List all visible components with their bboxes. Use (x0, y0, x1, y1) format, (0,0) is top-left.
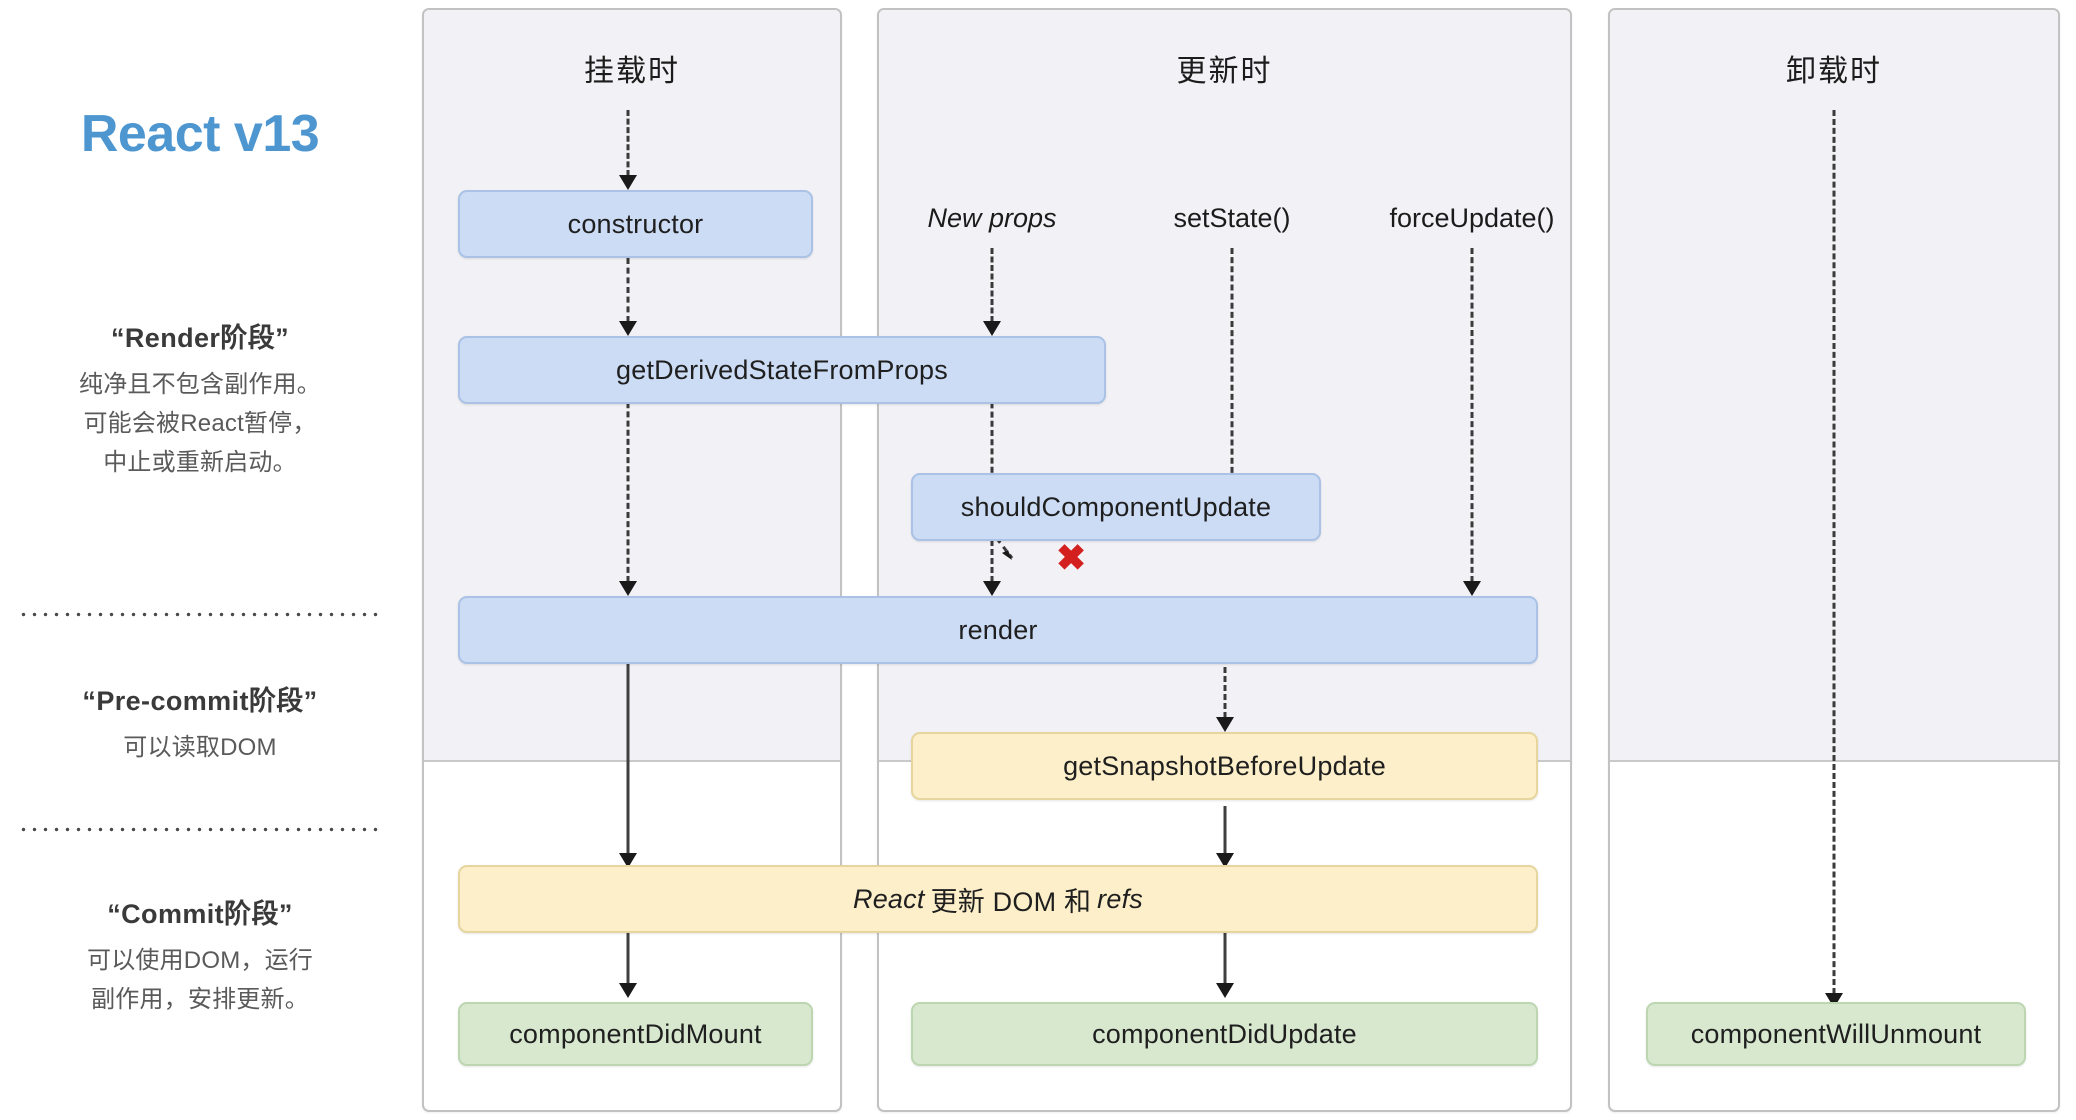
legend-block-commit: “Commit阶段” 可以使用DOM，运行 副作用，安排更新。 (0, 898, 400, 1020)
box-component-will-unmount[interactable]: componentWillUnmount (1646, 1002, 2026, 1066)
legend-divider-top (18, 612, 382, 617)
box-get-derived-state-from-props[interactable]: getDerivedStateFromProps (458, 336, 1106, 404)
box-render[interactable]: render (458, 596, 1538, 664)
legend-line: 中止或重新启动。 (103, 448, 297, 476)
legend-line: 纯净且不包含副作用。 (79, 370, 321, 398)
column-title-unmounting: 卸载时 (1786, 55, 1882, 88)
legend-line: 可能会被React暂停， (83, 409, 317, 437)
column-title-updating: 更新时 (1176, 55, 1273, 88)
legend-line: 可以读取DOM (123, 733, 277, 761)
box-component-did-mount[interactable]: componentDidMount (458, 1002, 813, 1066)
trigger-set-state: setState() (1173, 203, 1291, 233)
arrow-gdsfp-to-render-mount (615, 384, 641, 596)
arrow-forceupdate-to-render (1459, 248, 1485, 596)
legend-heading-commit: “Commit阶段” (107, 899, 293, 929)
arrow-domupdate-to-cdu (1212, 920, 1238, 998)
box-react-updates-dom-and-refs[interactable]: React 更新 DOM 和 refs (458, 865, 1538, 933)
legend-divider-bottom (18, 827, 382, 832)
trigger-force-update: forceUpdate() (1389, 203, 1555, 233)
legend-body-precommit: 可以读取DOM (0, 729, 400, 768)
brand-title: React v13 (80, 105, 320, 163)
box-component-did-update[interactable]: componentDidUpdate (911, 1002, 1538, 1066)
arrow-constructor-to-gdsfp (615, 258, 641, 336)
arrow-setstate-to-scu (1219, 248, 1245, 496)
arrow-scu-to-render (979, 522, 1005, 596)
arrow-render-to-gsbu (1212, 640, 1238, 732)
box-react-label-mid: 更新 DOM 和 (930, 886, 1092, 917)
arrow-gsbu-to-domupdate (1212, 806, 1238, 868)
trigger-new-props: New props (927, 203, 1057, 233)
arrow-unmount-to-cwu (1821, 110, 1847, 1008)
skip-render-x-icon: ✖ (1056, 537, 1087, 578)
box-react-label-post: refs (1097, 883, 1143, 914)
legend-block-render: “Render阶段” 纯净且不包含副作用。 可能会被React暂停， 中止或重新… (0, 322, 400, 482)
legend-line: 可以使用DOM，运行 (87, 946, 313, 974)
legend-block-precommit: “Pre-commit阶段” 可以读取DOM (0, 685, 400, 768)
box-react-label-pre: React (853, 883, 925, 914)
legend-body-render: 纯净且不包含副作用。 可能会被React暂停， 中止或重新启动。 (0, 366, 400, 483)
arrow-mount-to-constructor (615, 110, 641, 190)
legend-heading-precommit: “Pre-commit阶段” (82, 686, 318, 716)
legend-heading-render: “Render阶段” (110, 323, 290, 353)
legend-body-commit: 可以使用DOM，运行 副作用，安排更新。 (0, 942, 400, 1020)
column-title-mounting: 挂载时 (584, 55, 680, 88)
arrow-render-to-domupdate-mount (615, 640, 641, 868)
box-constructor[interactable]: constructor (458, 190, 813, 258)
box-get-snapshot-before-update[interactable]: getSnapshotBeforeUpdate (911, 732, 1538, 800)
legend-panel: React v13 “Render阶段” 纯净且不包含副作用。 可能会被Reac… (0, 0, 400, 1120)
arrow-domupdate-to-cdm (615, 920, 641, 998)
skip-render-branch-arrow (986, 528, 1046, 588)
arrow-newprops-to-gdsfp (979, 248, 1005, 336)
legend-line: 副作用，安排更新。 (91, 985, 309, 1013)
box-should-component-update[interactable]: shouldComponentUpdate (911, 473, 1321, 541)
